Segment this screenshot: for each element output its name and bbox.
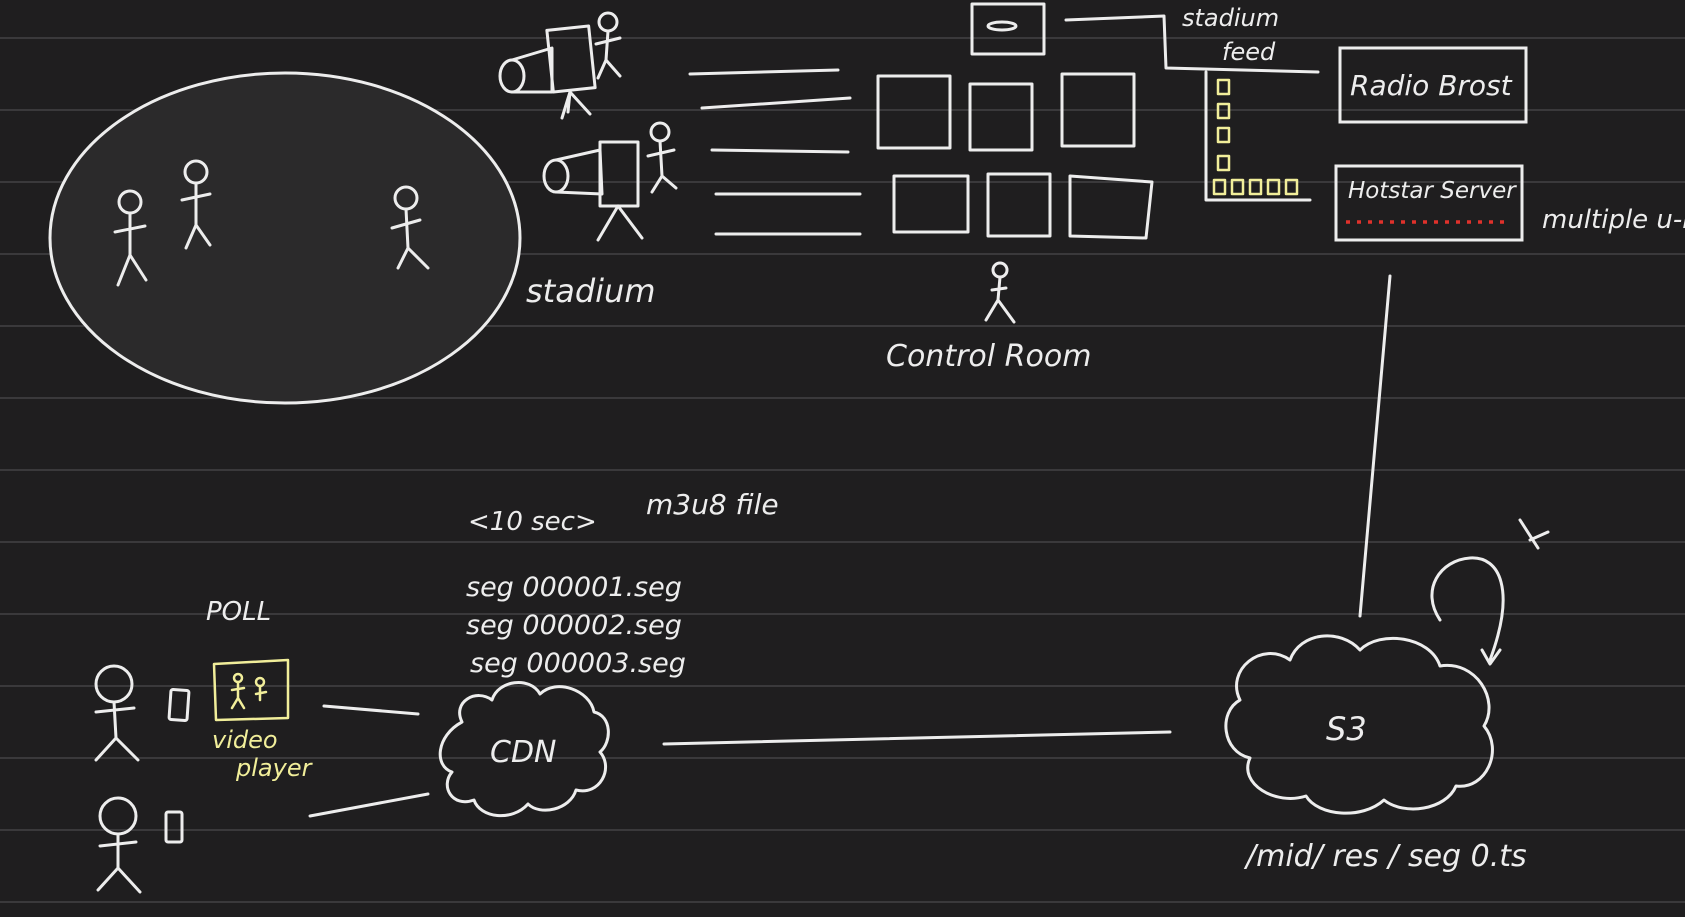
segment-duration-label: <10 sec>	[468, 507, 597, 537]
stadium-feed-connector	[1064, 14, 1320, 202]
radio-broadcast-box: Radio Brost	[1338, 46, 1528, 124]
s3-label: S3	[1326, 710, 1367, 748]
video-player-label-line2: player	[235, 754, 314, 782]
cloud-icon	[1224, 634, 1494, 815]
m3u8-file-label: m3u8 file	[646, 488, 779, 521]
monitor-icon	[986, 172, 1052, 238]
server-to-s3-line	[1358, 274, 1392, 618]
control-room-operator-icon	[984, 261, 1016, 324]
video-player: video player	[212, 658, 314, 782]
stick-figure-icon	[230, 672, 268, 710]
monitor-icon	[876, 74, 952, 150]
stadium-feed-label-top: stadium	[1182, 4, 1279, 32]
client-2-to-cdn-line	[308, 792, 430, 818]
hotstar-server-box: Hotstar Server	[1334, 164, 1524, 242]
monitor-icon	[970, 2, 1046, 56]
s3-to-cdn-line	[662, 730, 1172, 746]
feed-segments	[1212, 78, 1299, 196]
poll-label: POLL	[206, 597, 271, 627]
stadium-label: stadium	[526, 272, 655, 310]
segment-2: seg 000002.seg	[466, 610, 682, 641]
video-player-label-line1: video	[212, 726, 278, 754]
stick-figure-icon	[180, 159, 212, 250]
feed-lines	[688, 68, 862, 236]
camera-icon	[498, 11, 622, 120]
s3-loop-tick	[1518, 518, 1550, 550]
monitor-icon	[892, 174, 970, 234]
stick-figure-icon	[94, 664, 140, 762]
monitor-icon	[1060, 72, 1136, 148]
monitor-icon	[968, 82, 1034, 152]
control-room-label: Control Room	[886, 339, 1091, 374]
cloud-icon	[438, 681, 610, 818]
stick-figure-icon	[113, 189, 148, 287]
stadium-feed-label-bottom: feed	[1222, 38, 1276, 66]
phone-icon	[164, 810, 184, 844]
monitor-wall	[876, 2, 1154, 240]
cdn-cloud: CDN	[438, 681, 610, 818]
stadium-field	[48, 71, 522, 405]
s3-loop-arrow	[1430, 556, 1505, 666]
phone-icon	[167, 688, 191, 722]
stick-figure-icon	[96, 796, 142, 894]
monitor-icon	[1068, 174, 1154, 240]
stick-figure-icon	[390, 185, 430, 270]
s3-path-label: /mid/ res / seg 0.ts	[1243, 839, 1527, 874]
segment-3: seg 000003.seg	[470, 648, 686, 679]
radio-broadcast-label: Radio Brost	[1350, 69, 1513, 102]
client-user-1	[94, 664, 191, 762]
hotstar-server-label: Hotstar Server	[1348, 178, 1517, 204]
multiple-urls-label: multiple u-r	[1542, 205, 1685, 235]
camera-icon	[542, 121, 678, 242]
client-1-to-cdn-line	[322, 704, 420, 716]
segment-1: seg 000001.seg	[466, 572, 682, 603]
s3-cloud: S3	[1224, 634, 1494, 815]
client-user-2	[96, 796, 184, 894]
cdn-label: CDN	[490, 735, 557, 770]
